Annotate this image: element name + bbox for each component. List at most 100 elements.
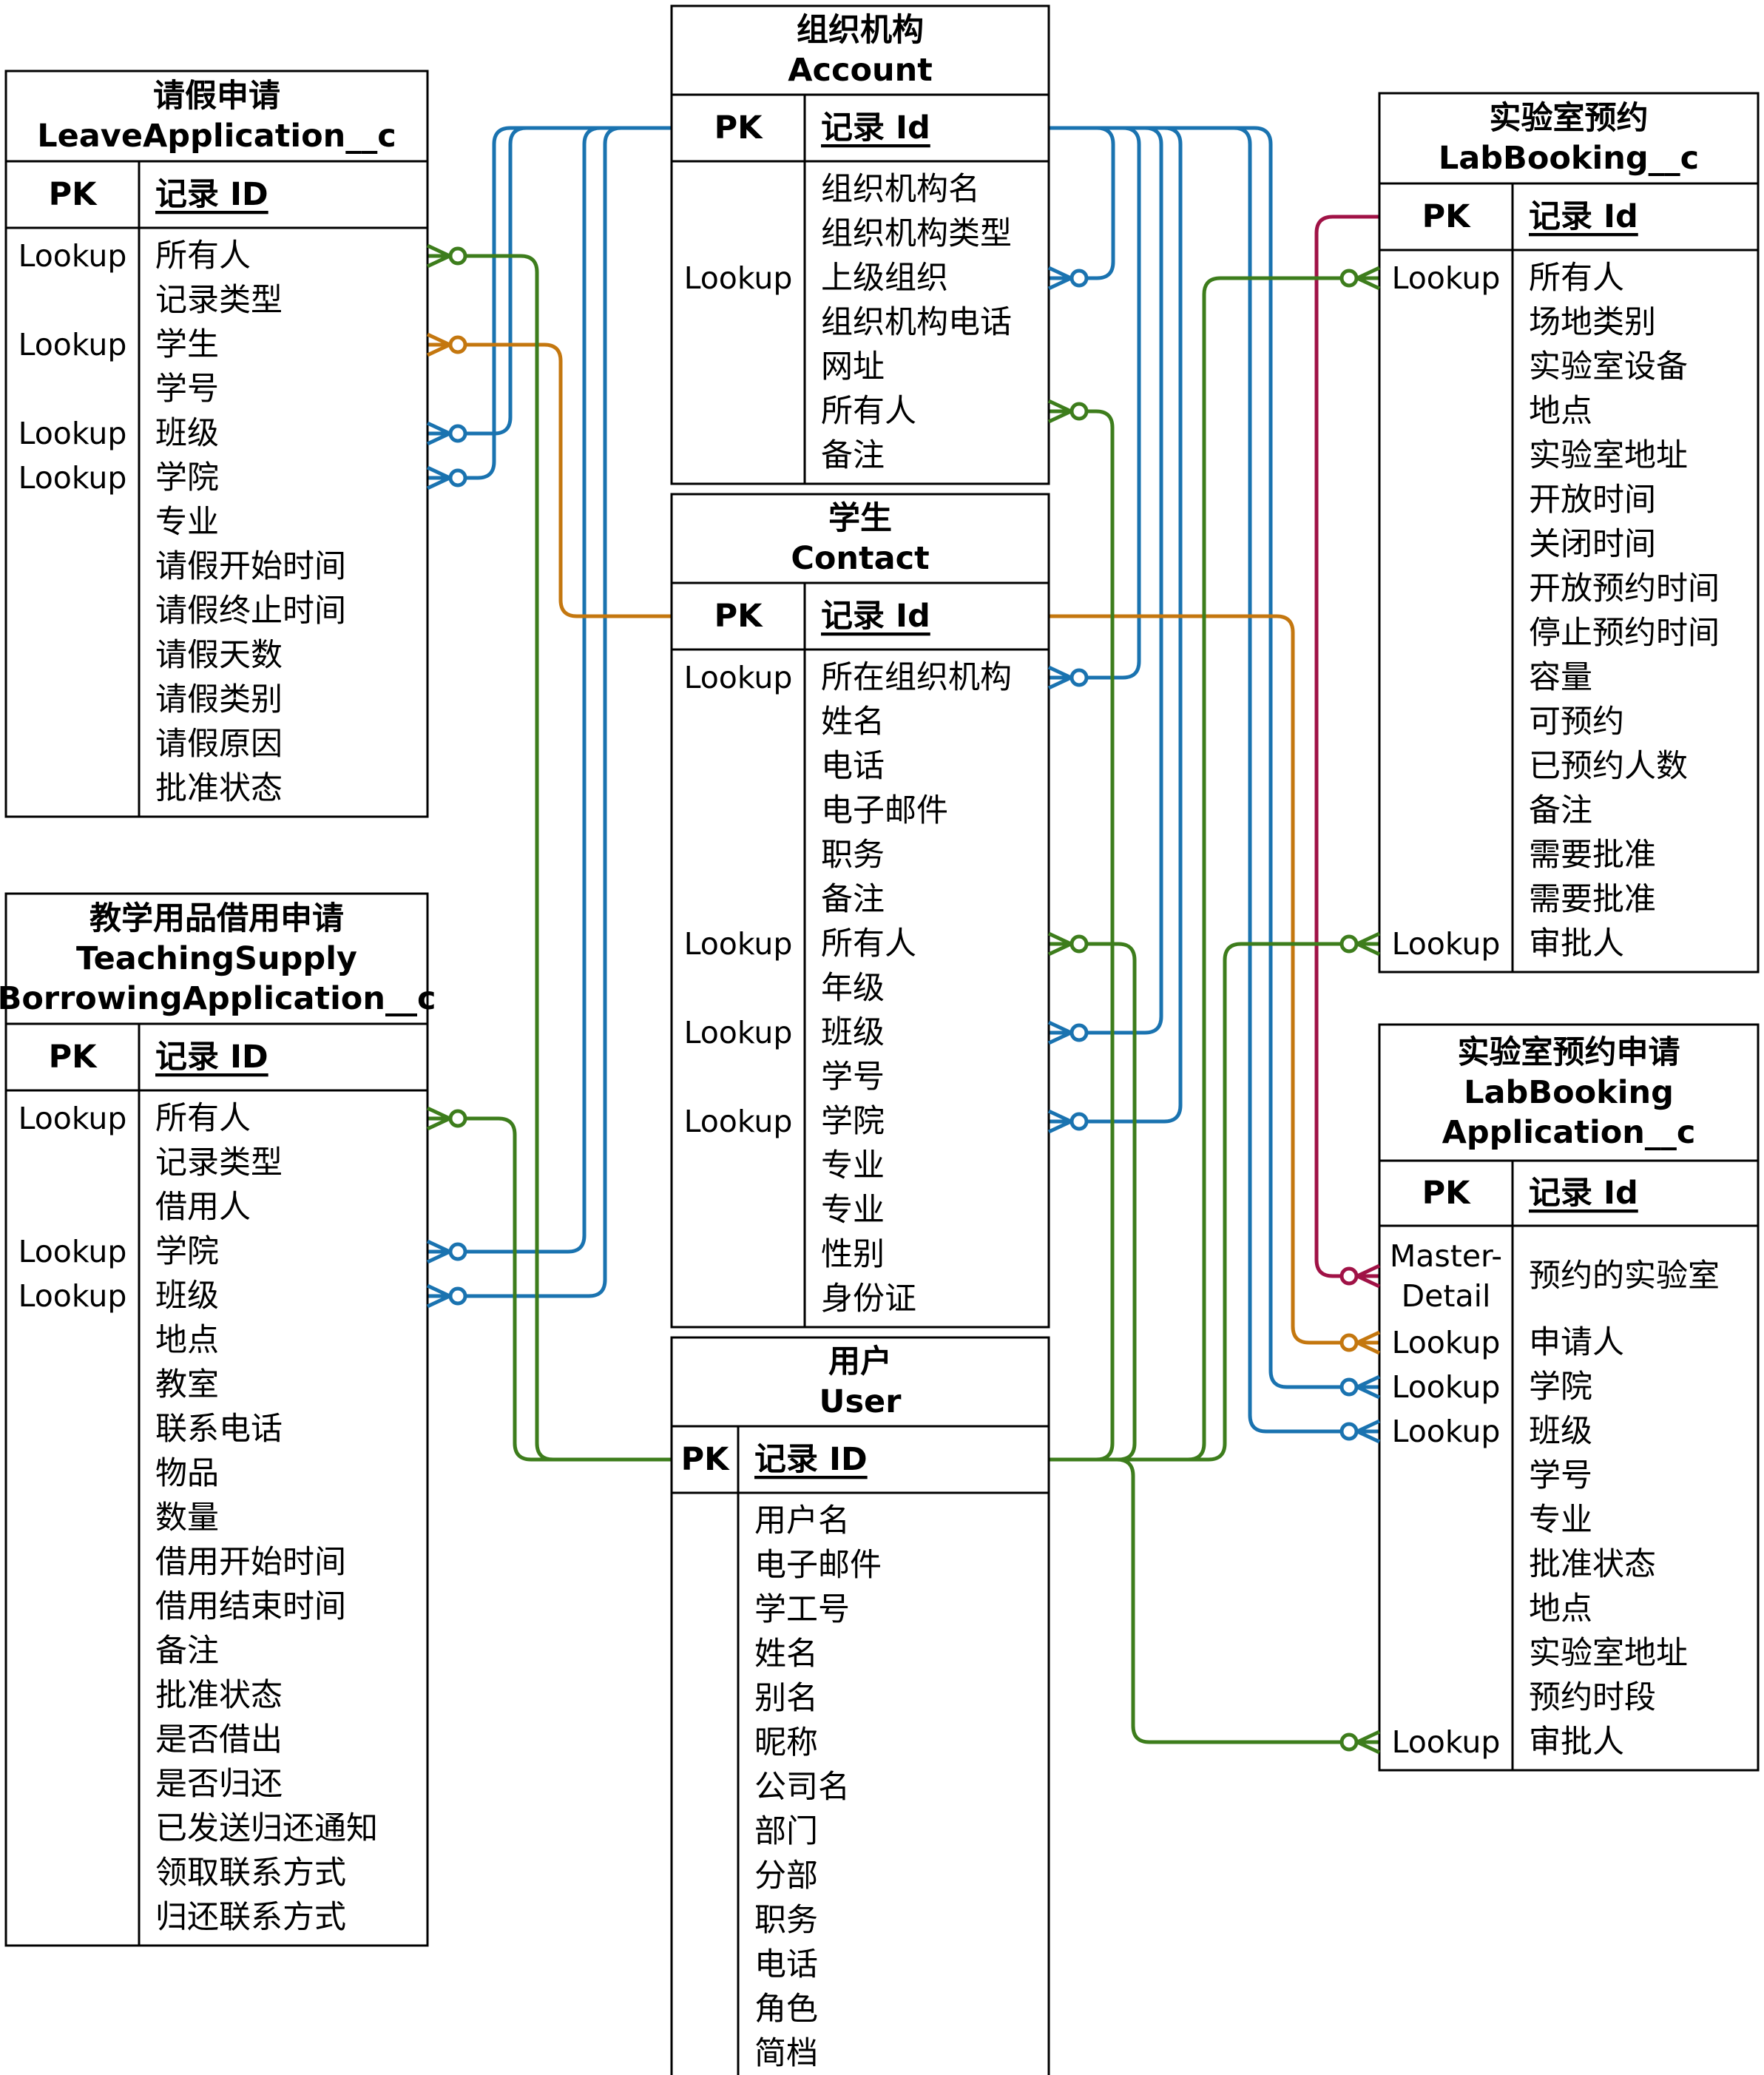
pk-label: PK (1422, 1175, 1472, 1212)
pk-label: PK (49, 1039, 98, 1076)
field-name: 申请人 (1529, 1324, 1624, 1361)
pk-field: 记录 Id (1529, 1175, 1638, 1212)
field-key-line: Detail (1402, 1278, 1491, 1314)
field-name: 停止预约时间 (1529, 615, 1720, 652)
pk-field: 记录 ID (155, 176, 268, 213)
field-row: 学号 (155, 371, 219, 408)
pk-field: 记录 Id (821, 109, 930, 146)
field-row: 电话 (821, 748, 885, 785)
field-name: 已发送归还通知 (155, 1810, 378, 1847)
relationship-line (1314, 215, 1379, 1278)
entity-teaching[interactable]: 教学用品借用申请TeachingSupplyBorrowingApplicati… (0, 892, 436, 1947)
field-row: 年级 (821, 970, 885, 1007)
relationship-line (428, 126, 672, 1298)
field-row: 职务 (754, 1902, 818, 1939)
crows-foot-marker (1047, 1109, 1089, 1134)
field-row: 已预约人数 (1529, 748, 1688, 785)
relationship-lines (428, 126, 1379, 1744)
field-name: 已预约人数 (1529, 748, 1688, 785)
field-key: Lookup (18, 1278, 127, 1314)
entity-border (1378, 1023, 1760, 1772)
relationship-line (1049, 942, 1379, 1462)
field-row: 网址 (821, 348, 885, 385)
field-name: 网址 (821, 348, 885, 385)
crows-foot-marker (426, 421, 467, 446)
field-name: 请假类别 (155, 681, 283, 718)
relationship-line (1049, 126, 1141, 680)
field-key: Lookup (1392, 1325, 1501, 1360)
field-row: 别名 (754, 1680, 818, 1717)
field-row: 组织机构类型 (821, 215, 1012, 252)
field-name: 用户名 (754, 1502, 850, 1539)
field-row: 角色 (754, 1991, 818, 2028)
field-name: 批准状态 (1529, 1546, 1656, 1583)
crows-foot-marker (426, 1106, 467, 1131)
entity-title-cn: 请假申请 (153, 78, 280, 115)
field-row: 领取联系方式 (155, 1855, 346, 1892)
field-row: 备注 (155, 1633, 219, 1670)
field-name: 所在组织机构 (821, 659, 1012, 696)
field-name: 上级组织 (821, 260, 948, 297)
field-row: Lookup 申请人 (1392, 1324, 1624, 1361)
field-row: 组织机构电话 (821, 304, 1012, 341)
field-row: 物品 (155, 1455, 219, 1492)
entity-title-cn: 教学用品借用申请 (89, 900, 344, 937)
field-name: 别名 (754, 1680, 818, 1717)
entity-title-cn: 实验室预约申请 (1458, 1034, 1680, 1071)
field-row: 需要批准 (1529, 881, 1656, 918)
crows-foot-marker (1339, 1730, 1381, 1755)
field-key: Lookup (1392, 1724, 1501, 1760)
field-name: 公司名 (754, 1769, 850, 1806)
crows-foot-marker (426, 465, 467, 490)
entity-title-cn: 用户 (828, 1343, 892, 1380)
crows-foot-marker (1047, 665, 1089, 690)
field-name: 联系电话 (155, 1411, 283, 1448)
entity-border (4, 70, 429, 818)
field-row: 昵称 (754, 1724, 818, 1761)
crows-foot-marker (1047, 266, 1089, 291)
field-key: Lookup (1392, 1369, 1501, 1405)
field-name: 年级 (821, 970, 885, 1007)
field-row: 记录类型 (155, 1144, 283, 1181)
field-row: 容量 (1529, 659, 1592, 696)
crows-foot-marker (1339, 1419, 1381, 1444)
field-name: 可预约 (1529, 704, 1624, 740)
field-name: 学工号 (754, 1591, 850, 1628)
field-name: 实验室地址 (1529, 437, 1688, 474)
field-row: 姓名 (821, 704, 885, 740)
field-row: 学号 (821, 1059, 885, 1096)
pk-field: 记录 Id (821, 598, 930, 635)
field-name: 领取联系方式 (155, 1855, 346, 1892)
field-name: 借用结束时间 (155, 1588, 346, 1625)
field-row: 停止预约时间 (1529, 615, 1720, 652)
field-name: 所有人 (821, 925, 916, 962)
field-key: Lookup (684, 660, 793, 695)
field-row: 借用人 (155, 1189, 251, 1226)
relationship-line (428, 343, 672, 618)
relationship-line (1049, 126, 1115, 280)
entity-border (1378, 92, 1760, 974)
field-row: 备注 (821, 437, 885, 474)
field-name: 教室 (155, 1366, 219, 1403)
entity-border (670, 1336, 1050, 2075)
field-name: 职务 (754, 1902, 818, 1939)
pk-label: PK (1422, 198, 1472, 235)
field-row: 电子邮件 (821, 792, 948, 829)
field-row: 开放时间 (1529, 482, 1656, 519)
field-row: 实验室地址 (1529, 437, 1688, 474)
entity-title-en: Contact (791, 540, 929, 577)
field-key: Lookup (18, 1234, 127, 1269)
field-name: 所有人 (155, 1100, 251, 1137)
crows-foot-marker (426, 1283, 467, 1309)
field-name: 请假天数 (155, 637, 283, 674)
field-name: 专业 (155, 504, 219, 541)
